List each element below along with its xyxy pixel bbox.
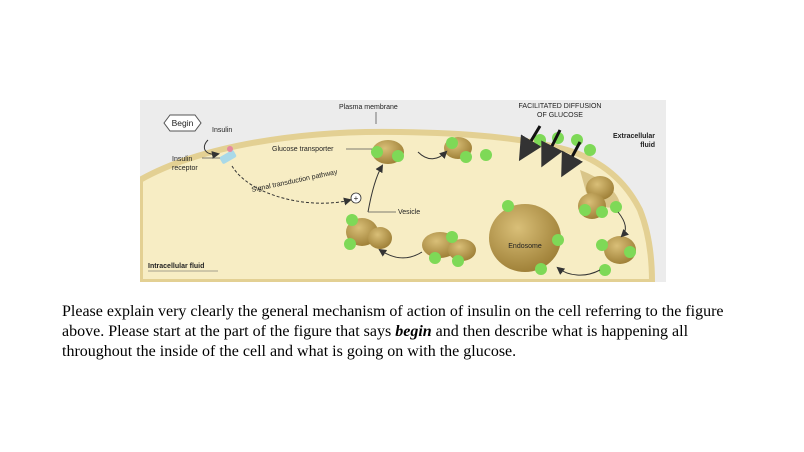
glucose-transporter-dot xyxy=(460,151,472,163)
vesicle-label: Vesicle xyxy=(398,209,420,216)
glucose-arrow xyxy=(518,125,542,162)
extracellular-fluid-label-line1: Extracellular xyxy=(613,133,655,140)
facilitated-diffusion-label-line1: FACILITATED DIFFUSION xyxy=(519,103,602,110)
glucose-transporter-dot xyxy=(552,234,564,246)
extracellular-fluid-label-line2: fluid xyxy=(640,142,655,149)
intracellular-fluid-label: Intracellular fluid xyxy=(148,263,204,270)
signal-pathway-arrow xyxy=(231,165,352,206)
endocytosis-arrow xyxy=(617,211,630,238)
glucose-transporter-dot xyxy=(579,204,591,216)
begin-label: Begin xyxy=(172,118,194,128)
glucose-transporter-dot xyxy=(344,238,356,250)
glucose-transporter-dot xyxy=(392,150,404,162)
endosome-arrow xyxy=(556,266,601,276)
glucose-transporter-dot xyxy=(446,231,458,243)
glucose-transporter-dot xyxy=(429,252,441,264)
glucose-transporter-dot xyxy=(599,264,611,276)
glucose-transporter-dot xyxy=(502,200,514,212)
question-text: Please explain very clearly the general … xyxy=(62,302,762,362)
insulin-mechanism-figure: Begin + Insulin Insulin receptor Plasma … xyxy=(140,100,666,282)
plasma-membrane-label: Plasma membrane xyxy=(339,104,398,111)
glucose-arrow xyxy=(541,129,563,168)
question-emphasis-begin: begin xyxy=(395,323,432,340)
insulin-label: Insulin xyxy=(212,127,232,134)
glucose-transporter-dot xyxy=(446,137,458,149)
insulin-receptor xyxy=(219,150,237,164)
glucose-transporter-dot xyxy=(452,255,464,267)
glucose-transporter-dot xyxy=(610,201,622,213)
glucose-transporter-dot xyxy=(596,239,608,251)
glucose-influx-arrows xyxy=(518,125,584,178)
fusion-arrow xyxy=(417,150,448,160)
vesicle-to-membrane-arrow xyxy=(367,164,384,213)
begin-badge xyxy=(163,114,202,132)
stimulation-plus-circle xyxy=(350,192,362,204)
facilitated-diffusion-label-line2: OF GLUCOSE xyxy=(537,112,583,119)
glucose-transporter-dot xyxy=(346,214,358,226)
plus-label: + xyxy=(354,194,359,203)
insulin-receptor-label-line1: Insulin xyxy=(172,156,192,163)
endosome xyxy=(489,204,561,272)
glucose-transporter-dot xyxy=(535,263,547,275)
glucose-transporter-dot xyxy=(596,206,608,218)
vesicle-mid-2 xyxy=(448,239,476,261)
glucose-transporter-dot xyxy=(571,134,583,146)
vesicle-left-2 xyxy=(368,227,392,249)
glucose-transporter-dot xyxy=(624,246,636,258)
figure-canvas: Begin + Insulin Insulin receptor Plasma … xyxy=(140,100,666,282)
glucose-transporters xyxy=(344,132,636,276)
glucose-transporter-label: Glucose transporter xyxy=(272,146,334,153)
question-part1: Please explain very clearly the general … xyxy=(62,303,724,340)
endosome-label: Endosome xyxy=(508,243,542,250)
insulin-molecule xyxy=(227,146,233,152)
insulin-receptor-label-line2: receptor xyxy=(172,165,198,172)
recycle-arrow xyxy=(378,248,423,259)
glucose-transporter-dot xyxy=(480,149,492,161)
question-part2: and then describe what is happening all … xyxy=(62,323,689,360)
glucose-arrow xyxy=(561,141,584,178)
glucose-transporter-dot xyxy=(371,146,383,158)
insulin-to-receptor-arrow xyxy=(203,139,220,159)
glucose-transporter-dot xyxy=(584,144,596,156)
